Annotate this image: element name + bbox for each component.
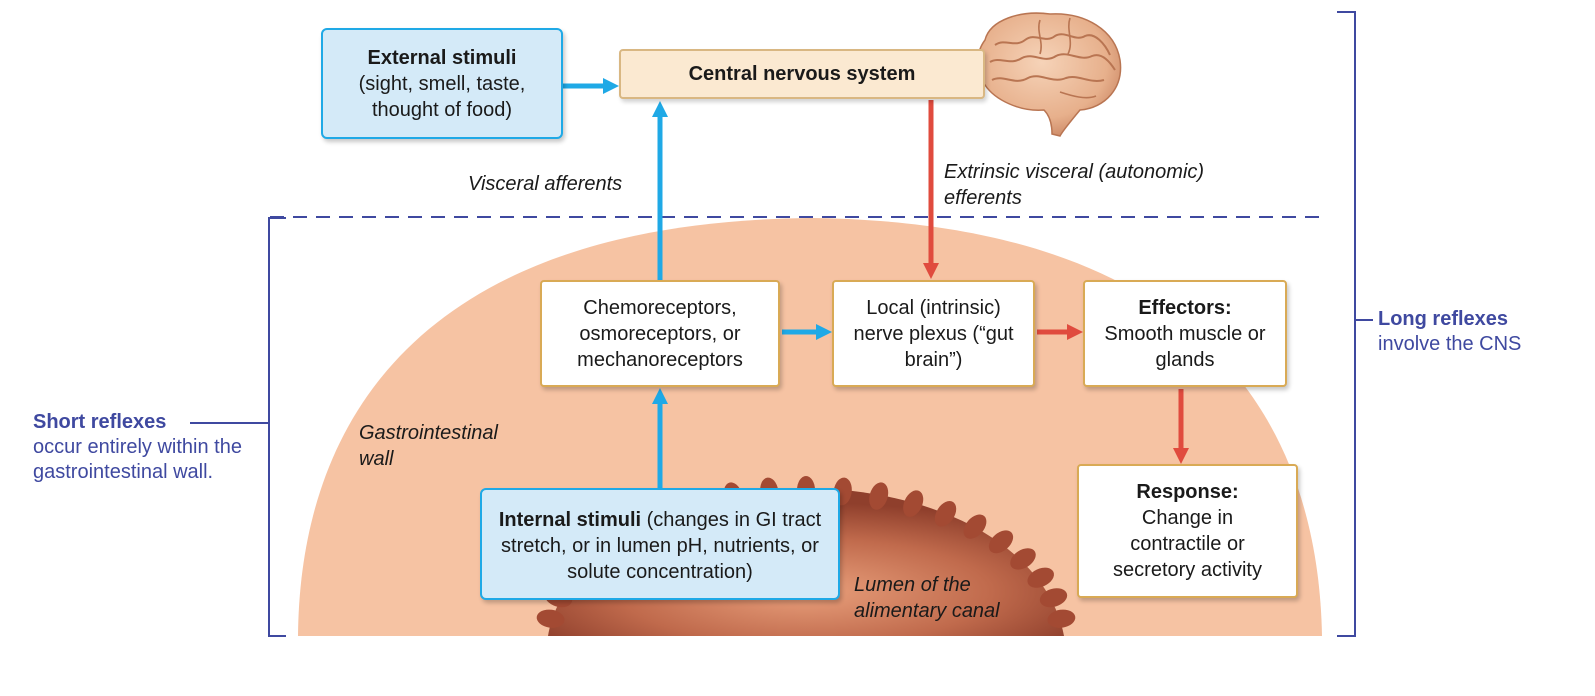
arrows (563, 78, 1189, 488)
external-stimuli-title: External stimuli (367, 46, 517, 69)
internal-stimuli-text: (changes in GI tract stretch, or in lume… (501, 509, 822, 583)
internal-to-receptors-arrow (652, 388, 668, 488)
short-reflexes-text: occur entirely within the gastrointestin… (33, 436, 242, 483)
villus (988, 530, 1014, 554)
extrinsic-efferents-label: Extrinsic visceral (autonomic) efferents (944, 161, 1205, 209)
effectors-title: Effectors: (1138, 296, 1232, 319)
receptors-box: Chemoreceptors, osmoreceptors, or mechan… (540, 280, 780, 387)
villus (1010, 548, 1036, 570)
villus (1039, 588, 1068, 608)
effectors-text: Smooth muscle or glands (1104, 322, 1266, 371)
villus (963, 514, 987, 539)
villus (1027, 567, 1054, 588)
short-reflexes-title: Short reflexes (33, 411, 167, 433)
response-title: Response: (1136, 481, 1239, 503)
nerve-plexus-box: Local (intrinsic) nerve plexus (“gut bra… (832, 280, 1035, 387)
long-reflexes-label: Long reflexes involve the CNS (1378, 307, 1578, 357)
gi-wall-label: Gastrointestinal wall (359, 422, 498, 470)
villus (536, 609, 565, 628)
brain-icon (976, 12, 1122, 137)
external-stimuli-text: (sight, smell, taste, thought of food) (358, 72, 526, 121)
short-reflex-bracket (268, 217, 286, 637)
effectors-to-response-arrow (1173, 389, 1189, 464)
visceral-afferents-label: Visceral afferents (468, 173, 623, 195)
receptors-to-plexus-arrow (782, 324, 832, 340)
long-reflexes-text: involve the CNS (1378, 333, 1522, 355)
cns-box: Central nervous system (619, 49, 985, 99)
long-reflexes-title: Long reflexes (1378, 308, 1509, 330)
plexus-to-effectors-arrow (1037, 324, 1083, 340)
efferent-down-arrow (923, 100, 939, 279)
effectors-box: Effectors: Smooth muscle or glands (1083, 280, 1287, 387)
external-to-cns-arrow (563, 78, 619, 94)
response-text: Change in contractile or secretory activ… (1113, 507, 1262, 581)
villus (869, 482, 889, 510)
long-reflex-bracket (1337, 11, 1356, 637)
internal-stimuli-box: Internal stimuli (changes in GI tract st… (480, 488, 840, 600)
internal-stimuli-title: Internal stimuli (498, 509, 642, 531)
villus (934, 501, 957, 527)
response-box: Response: Change in contractile or secre… (1077, 464, 1298, 598)
nerve-plexus-text: Local (intrinsic) nerve plexus (“gut bra… (853, 296, 1014, 371)
villus (1047, 609, 1076, 628)
villus (903, 490, 924, 517)
afferent-up-arrow (652, 101, 668, 280)
receptors-text: Chemoreceptors, osmoreceptors, or mechan… (577, 296, 743, 371)
lumen-label: Lumen of the alimentary canal (854, 574, 1000, 622)
short-reflexes-label: Short reflexes occur entirely within the… (33, 410, 268, 485)
external-stimuli-box: External stimuli (sight, smell, taste, t… (321, 28, 563, 139)
cns-title: Central nervous system (688, 63, 916, 85)
